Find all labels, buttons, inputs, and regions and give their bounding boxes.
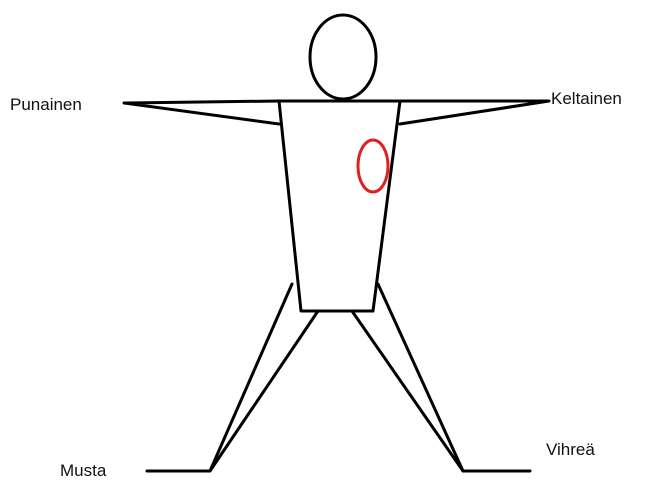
right-leg-electrode-label: Musta	[60, 462, 106, 479]
left-leg	[352, 284, 530, 471]
right-arm	[124, 101, 279, 124]
left-arm	[400, 101, 549, 124]
right-arm-electrode-label: Punainen	[10, 96, 82, 113]
head	[310, 15, 376, 99]
left-arm-electrode-label: Keltainen	[551, 90, 622, 107]
heart-marker	[358, 140, 388, 192]
left-leg-electrode-label: Vihreä	[546, 441, 595, 458]
right-leg	[147, 284, 318, 471]
torso	[279, 101, 400, 311]
